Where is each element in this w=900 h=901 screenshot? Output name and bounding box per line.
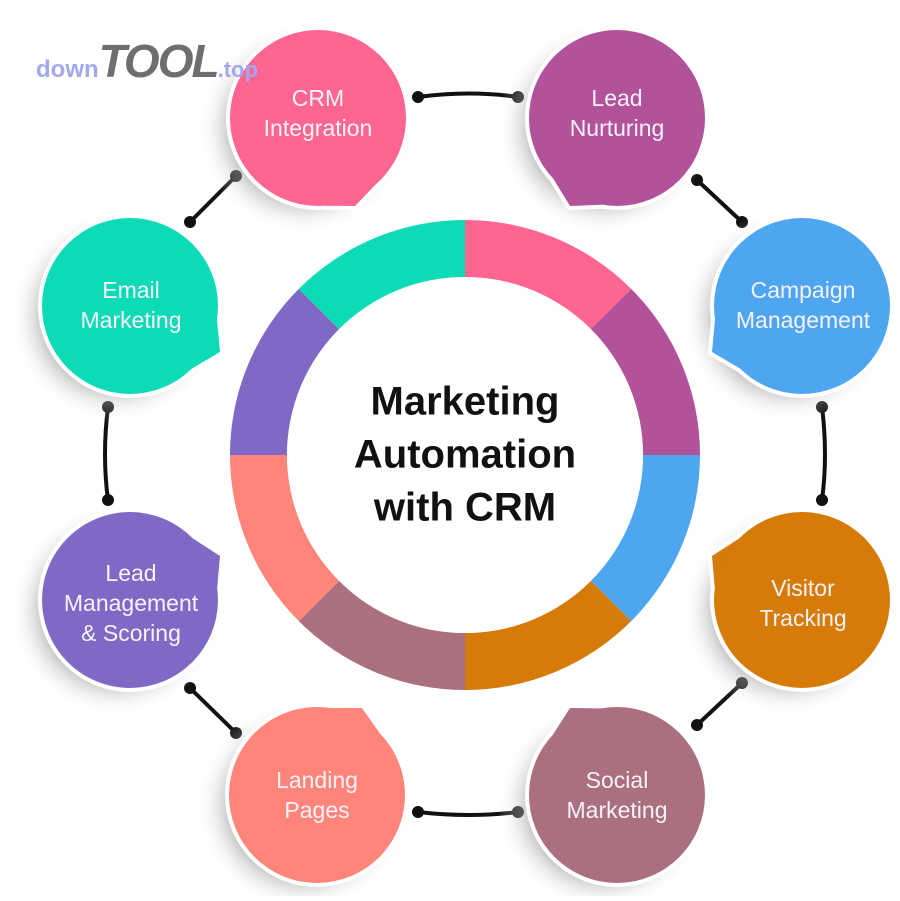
node-label-line: Integration	[263, 115, 373, 141]
bubbles	[10, 22, 894, 901]
node-label-line: CRM	[291, 85, 345, 111]
node-label-visitor-tracking: Visitor Tracking	[708, 573, 898, 633]
ring-segment	[590, 455, 700, 622]
watermark-brand: TOOL	[98, 35, 220, 87]
node-label-social-marketing: Social Marketing	[522, 765, 712, 825]
center-title-line-1: Marketing	[370, 379, 560, 424]
node-label-line: Marketing	[80, 307, 182, 333]
center-title-line-2: Automation	[353, 432, 577, 477]
node-bubble-landing-pages	[197, 699, 409, 901]
node-bubble-email-marketing	[10, 210, 224, 422]
node-label-line: Pages	[284, 797, 350, 823]
ring-segment	[465, 580, 632, 690]
node-label-email-marketing: Email Marketing	[36, 275, 226, 335]
watermark-logo: downTOOL.top	[36, 34, 258, 88]
node-label-line: Management	[63, 590, 199, 616]
node-label-line: Marketing	[566, 797, 668, 823]
ring-segment	[298, 580, 465, 690]
node-label-line: Management	[735, 307, 871, 333]
node-label-line: Email	[102, 277, 160, 303]
node-label-line: Visitor	[771, 575, 835, 601]
node-label-lead-management-scoring: Lead Management & Scoring	[36, 558, 226, 648]
center-title: Marketing Automation with CRM	[315, 376, 615, 535]
node-bubble-social-marketing	[497, 699, 709, 901]
node-bubble-lead-management-scoring	[10, 504, 224, 716]
center-disc	[287, 277, 643, 633]
node-label-line: Lead	[105, 560, 157, 586]
center-ring	[230, 220, 700, 690]
node-label-line: Lead	[591, 85, 643, 111]
node-bubble-crm-integration	[198, 22, 410, 234]
center-title-line-3: with CRM	[373, 485, 557, 530]
node-bubble-lead-nurturing	[497, 22, 709, 234]
node-label-line: Nurturing	[569, 115, 665, 141]
ring-segment	[590, 288, 700, 455]
watermark-suffix: .top	[217, 57, 258, 82]
node-label-line: Social	[585, 767, 649, 793]
ring-segment	[230, 455, 340, 622]
connector-landing-leadmgmt	[188, 686, 238, 735]
ring-segment	[465, 220, 632, 330]
node-bubble-visitor-tracking	[682, 504, 894, 716]
node-label-line: & Scoring	[81, 620, 181, 646]
node-label-crm-integration: CRM Integration	[223, 83, 413, 143]
watermark-prefix: down	[36, 56, 99, 83]
node-label-lead-nurturing: Lead Nurturing	[522, 83, 712, 143]
connector-campaign-visitor	[820, 405, 827, 502]
ring-segment	[230, 288, 340, 455]
node-label-line: Landing	[276, 767, 358, 793]
node-label-campaign-management: Campaign Management	[708, 275, 898, 335]
connector-lead-nurturing-campaign	[695, 178, 744, 224]
ring-segment	[298, 220, 465, 330]
node-bubble-campaign-management	[682, 210, 894, 422]
node-label-line: Campaign	[750, 277, 856, 303]
node-label-line: Tracking	[759, 605, 847, 631]
node-label-landing-pages: Landing Pages	[222, 765, 412, 825]
